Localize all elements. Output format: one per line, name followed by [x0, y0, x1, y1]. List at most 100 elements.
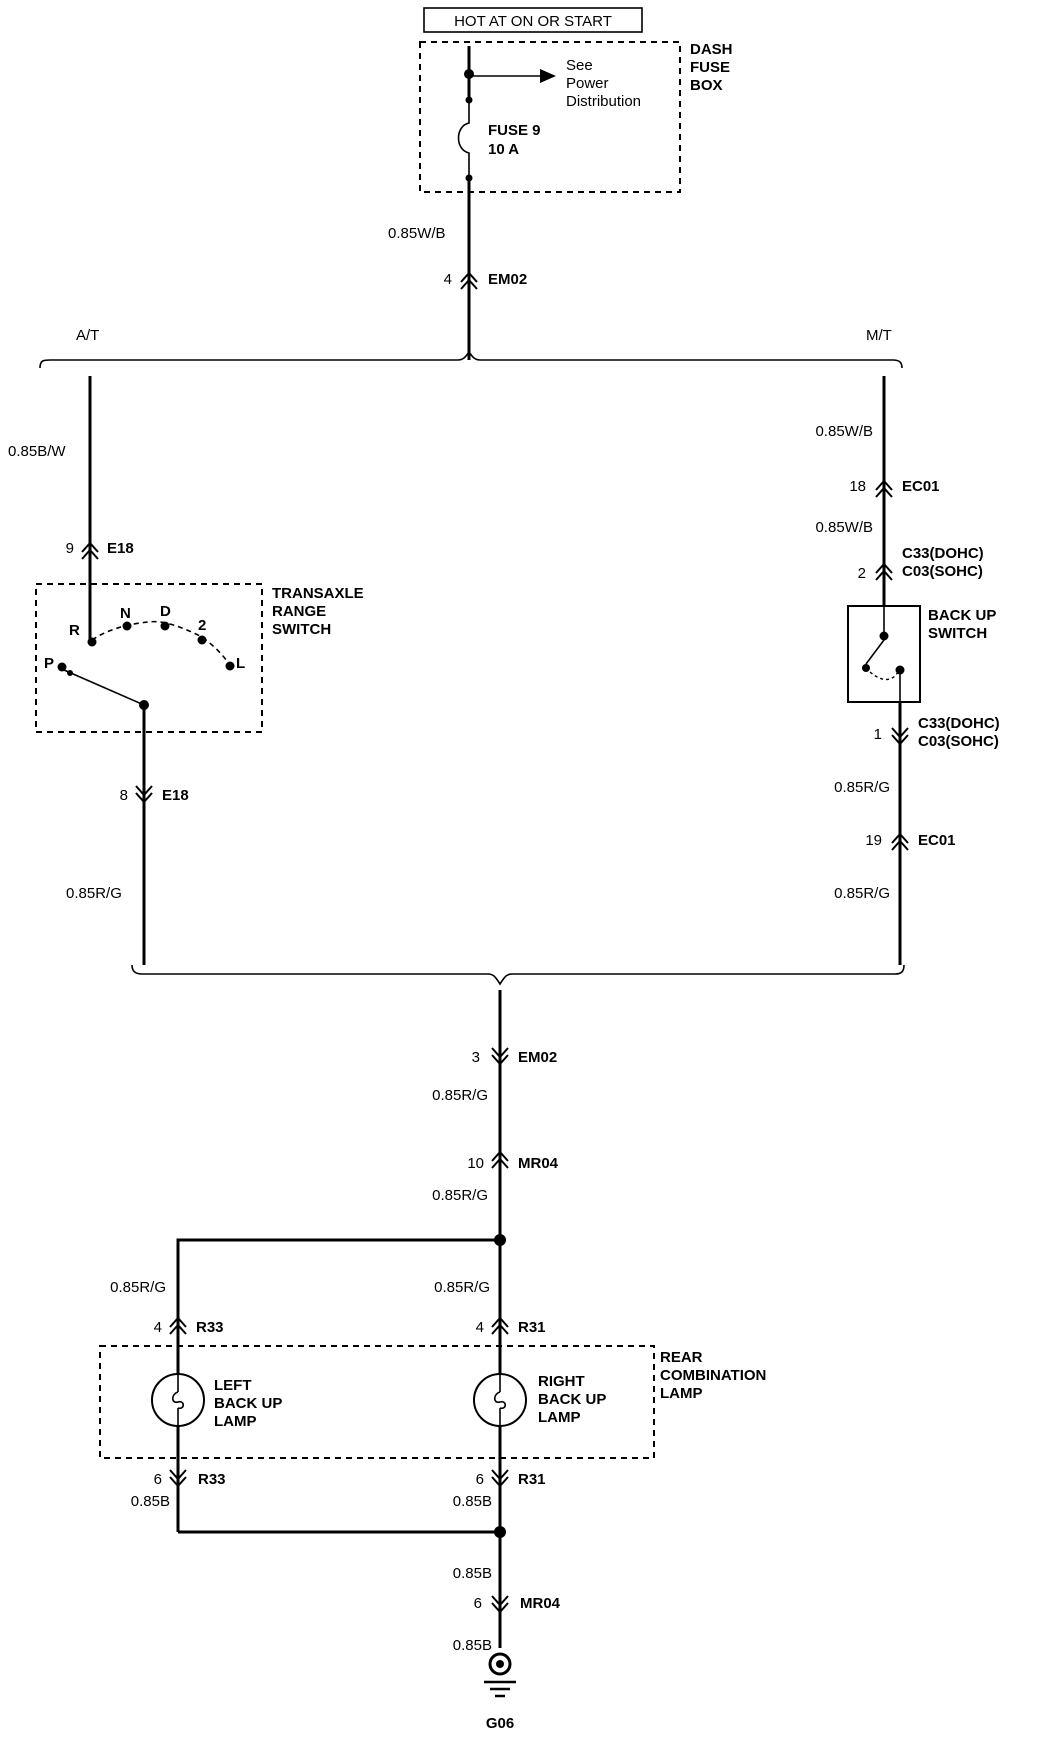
left-lamp-label-2: BACK UP [214, 1395, 282, 1412]
rear-lamp-title-3: LAMP [660, 1385, 703, 1402]
wire-label-right-b: 0.85B [453, 1493, 492, 1510]
wire-label-trunk-rg-2: 0.85R/G [432, 1187, 488, 1204]
wire-label-mt-rg-2: 0.85R/G [834, 885, 890, 902]
connector-ec01-bot-symbol [891, 832, 909, 851]
connector-ec01-bot-pin: 19 [865, 832, 882, 849]
ground-label: G06 [486, 1715, 514, 1732]
ground-join-junction [494, 1526, 506, 1538]
trs-title-3: SWITCH [272, 621, 331, 638]
connector-e18-bot-pin: 8 [120, 787, 128, 804]
fuse-symbol [457, 100, 470, 178]
connector-r33-top-pin: 4 [154, 1319, 162, 1336]
power-distribution-arrowhead [540, 69, 556, 83]
backup-switch-contact-a [879, 631, 889, 641]
transaxle-range-switch-outline [35, 583, 263, 733]
trs-pos-n: N [120, 605, 131, 622]
backup-switch-travel [869, 671, 899, 681]
connector-e18-top-symbol [81, 541, 99, 560]
connector-c33-bot-id-b: C03(SOHC) [918, 733, 999, 750]
wire-label-mt-wb-2: 0.85W/B [815, 519, 873, 536]
see-note-1: See [566, 57, 593, 74]
connector-r31-bot-pin: 6 [476, 1471, 484, 1488]
trs-title-1: TRANSAXLE [272, 585, 364, 602]
connector-c33-bot-symbol [891, 727, 909, 746]
wire-label-main-wb: 0.85W/B [388, 225, 446, 242]
connector-em02-bot-symbol [491, 1047, 509, 1066]
wire-label-mt-wb-1: 0.85W/B [815, 423, 873, 440]
connector-e18-top-id: E18 [107, 540, 134, 557]
top-branch-brace [39, 350, 903, 369]
connector-r31-top-symbol [491, 1316, 509, 1335]
trs-contact-l [225, 661, 235, 671]
wire-label-ground-b-1: 0.85B [453, 1565, 492, 1582]
backup-switch-blade-tip [862, 664, 870, 672]
connector-r31-bot-id: R31 [518, 1471, 546, 1488]
connector-em02-top-symbol [460, 271, 478, 290]
left-lamp-filament-icon [171, 1391, 185, 1410]
right-lamp-label-3: LAMP [538, 1409, 581, 1426]
connector-r33-bot-pin: 6 [154, 1471, 162, 1488]
trs-title-2: RANGE [272, 603, 326, 620]
connector-e18-bot-symbol [135, 785, 153, 804]
trs-pos-d: D [160, 603, 171, 620]
connector-mr04-bot-symbol [491, 1595, 509, 1614]
connector-c33-top-pin: 2 [858, 565, 866, 582]
trs-pos-2: 2 [198, 617, 206, 634]
left-lamp-label-1: LEFT [214, 1377, 252, 1394]
trs-pos-l: L [236, 655, 245, 672]
backup-switch-blade [865, 639, 885, 665]
right-lamp-label-2: BACK UP [538, 1391, 606, 1408]
ground-terminal-center [496, 1660, 504, 1668]
left-lamp-label-3: LAMP [214, 1413, 257, 1430]
trs-contact-r [87, 637, 97, 647]
wire-label-at-rg: 0.85R/G [66, 885, 122, 902]
connector-mr04-top-id: MR04 [518, 1155, 559, 1172]
backup-switch-title-1: BACK UP [928, 607, 996, 624]
connector-em02-bot-pin: 3 [472, 1049, 480, 1066]
connector-em02-top-pin: 4 [444, 271, 452, 288]
rear-combination-lamp-outline [99, 1345, 655, 1459]
wire-label-left-b: 0.85B [131, 1493, 170, 1510]
backup-switch-contact-b [895, 665, 905, 675]
trs-contact-d [160, 621, 170, 631]
wire-label-right-rg: 0.85R/G [434, 1279, 490, 1296]
branch-label-at: A/T [76, 327, 99, 344]
fuse-box-label-3: BOX [690, 77, 723, 94]
connector-ec01-bot-id: EC01 [918, 832, 956, 849]
connector-mr04-bot-pin: 6 [474, 1595, 482, 1612]
rear-lamp-title-2: COMBINATION [660, 1367, 766, 1384]
rear-lamp-title-1: REAR [660, 1349, 703, 1366]
trs-contact-2 [197, 635, 207, 645]
wire-label-mt-rg-1: 0.85R/G [834, 779, 890, 796]
connector-r31-bot-symbol [491, 1469, 509, 1488]
connector-ec01-top-symbol [875, 479, 893, 498]
trs-switch-arm [63, 669, 145, 706]
trs-contact-p [57, 662, 67, 672]
header-label: HOT AT ON OR START [454, 13, 612, 30]
connector-ec01-top-pin: 18 [849, 478, 866, 495]
trs-pos-r: R [69, 622, 80, 639]
trs-position-arc [91, 620, 233, 669]
wire-label-left-rg: 0.85R/G [110, 1279, 166, 1296]
header-box [423, 7, 643, 33]
see-note-3: Distribution [566, 93, 641, 110]
dash-fuse-box-outline [419, 41, 681, 193]
wire-label-trunk-rg-1: 0.85R/G [432, 1087, 488, 1104]
connector-ec01-top-id: EC01 [902, 478, 940, 495]
connector-mr04-top-symbol [491, 1150, 509, 1169]
connector-mr04-top-pin: 10 [467, 1155, 484, 1172]
connector-r33-top-id: R33 [196, 1319, 224, 1336]
feed-junction-dot [464, 69, 474, 79]
connector-r33-top-symbol [169, 1316, 187, 1335]
connector-r31-top-id: R31 [518, 1319, 546, 1336]
trs-pos-p: P [44, 655, 54, 672]
connector-r31-top-pin: 4 [476, 1319, 484, 1336]
trs-arm-pivot-mark [67, 670, 73, 676]
backup-switch-title-2: SWITCH [928, 625, 987, 642]
connector-mr04-bot-id: MR04 [520, 1595, 561, 1612]
fuse-box-label-2: FUSE [690, 59, 730, 76]
bottom-merge-brace [131, 964, 905, 986]
see-note-2: Power [566, 75, 609, 92]
